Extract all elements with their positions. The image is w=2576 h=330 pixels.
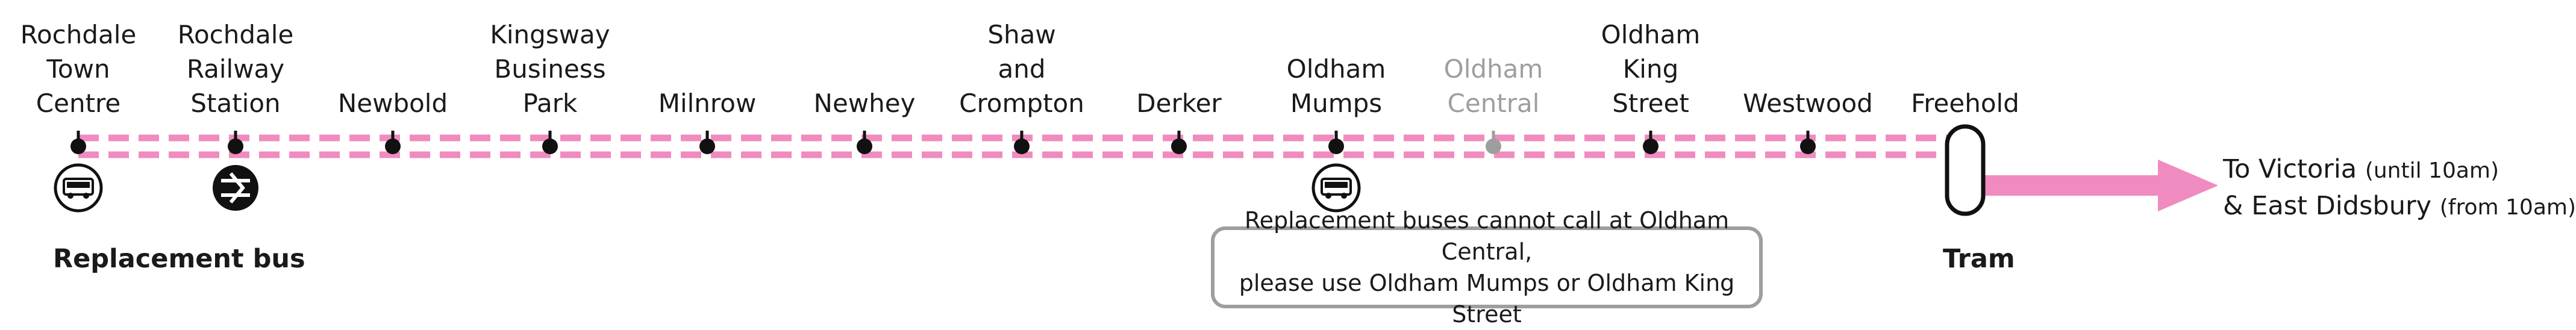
stop-label-line: Rochdale [20, 20, 137, 49]
bus-icon [54, 163, 103, 213]
stop-label-line: Newhey [813, 89, 916, 118]
stop-dot-newbold [385, 139, 401, 154]
tram-direction-arrow [1983, 160, 2218, 211]
stop-label-line: Oldham [1286, 54, 1386, 84]
destination-victoria: To Victoria [2223, 154, 2357, 184]
stop-label-line: and [998, 54, 1046, 84]
stop-label-line: Crompton [959, 89, 1084, 118]
destination-victoria-note: (until 10am) [2365, 158, 2499, 183]
legend-tram: Tram [1943, 244, 2015, 274]
stop-label-line: Business [494, 54, 606, 84]
stop-label-line: Oldham [1443, 54, 1543, 84]
oldham-central-notice: Replacement buses cannot call at Oldham … [1211, 207, 1763, 328]
stop-label-line: Freehold [1911, 89, 2019, 118]
stop-dot-oldham-mumps [1328, 139, 1344, 154]
destination-east-didsbury-note: (from 10am) [2439, 195, 2576, 220]
legend-replacement-bus: Replacement bus [53, 244, 305, 274]
stop-label-derker: Derker [1083, 86, 1275, 120]
destination-label: To Victoria (until 10am) & East Didsbury… [2223, 152, 2576, 225]
stop-label-newbold: Newbold [296, 86, 489, 120]
stop-label-line: Mumps [1290, 89, 1383, 118]
stop-label-line: King [1622, 54, 1679, 84]
notice-line-1: Replacement buses cannot call at Oldham … [1244, 207, 1730, 265]
stop-label-line: Rochdale [177, 20, 294, 49]
stop-label-westwood: Westwood [1712, 86, 1904, 120]
stop-label-line: Railway [186, 54, 285, 84]
stop-label-line: Westwood [1743, 89, 1873, 118]
stop-markers [54, 124, 1986, 216]
arrow-shaft [1983, 175, 2164, 196]
stop-dot-oldham-central [1486, 139, 1501, 154]
stop-label-line: Derker [1136, 89, 1222, 118]
stop-label-line: Milnrow [658, 89, 757, 118]
stop-label-line: Station [190, 89, 281, 118]
stop-dot-milnrow [699, 139, 715, 154]
national-rail-icon [213, 165, 258, 211]
stop-label-line: Oldham [1601, 20, 1701, 49]
replacement-bus-route-line [78, 134, 1951, 158]
stop-label-line: Centre [36, 89, 121, 118]
stop-label-line: Kingsway [490, 20, 610, 49]
stop-dot-newhey [857, 139, 872, 154]
stop-dot-westwood [1800, 139, 1816, 154]
stop-dot-derker [1171, 139, 1187, 154]
notice-line-2: please use Oldham Mumps or Oldham King S… [1239, 270, 1735, 328]
stop-label-line: Shaw [987, 20, 1056, 49]
interchange-marker-freehold [1945, 124, 1986, 216]
bus-icon [1311, 163, 1361, 213]
stop-label-line: Newbold [337, 89, 448, 118]
stop-label-line: Central [1447, 89, 1540, 118]
stop-label-line: Town [46, 54, 110, 84]
stop-dot-kingsway-business-park [542, 139, 558, 154]
stop-dot-shaw-and-crompton [1014, 139, 1030, 154]
route-diagram [54, 124, 2218, 216]
stop-dot-oldham-king-street [1643, 139, 1658, 154]
stop-dot-rochdale-railway-station [228, 139, 243, 154]
arrow-head [2158, 160, 2218, 211]
stop-label-newhey: Newhey [768, 86, 961, 120]
stop-label-milnrow: Milnrow [611, 86, 804, 120]
stop-label-freehold: Freehold [1869, 86, 2062, 120]
stop-dot-rochdale-town-centre [70, 139, 86, 154]
stop-label-line: Park [522, 89, 578, 118]
destination-east-didsbury: & East Didsbury [2223, 191, 2432, 221]
stop-label-line: Street [1612, 89, 1689, 118]
